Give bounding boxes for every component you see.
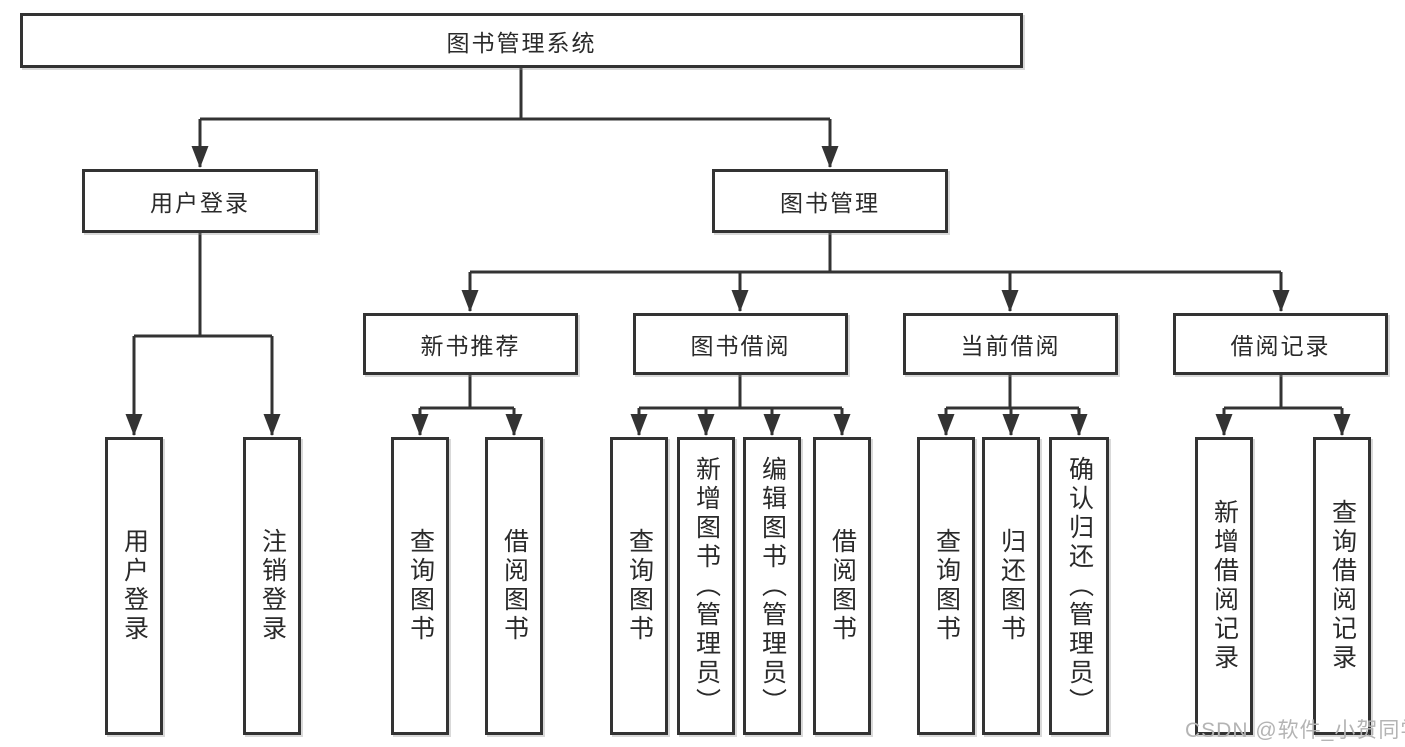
node-label: 图书管理 [780,190,880,216]
node-user-login: 用户登录 [82,169,318,233]
node-label: 图书管理系统 [446,29,597,56]
node-label: 编辑图书（管理员） [758,455,787,717]
leaf-query-books-current: 查询图书 [917,437,975,735]
node-label: 借阅图书 [500,528,529,644]
node-book-management: 图书管理 [712,169,948,233]
node-label: 当前借阅 [960,333,1061,359]
node-label: 用户登录 [150,190,250,216]
leaf-add-book-admin: 新增图书（管理员） [677,437,735,735]
leaf-query-borrow-record: 查询借阅记录 [1313,437,1371,735]
csdn-watermark: CSDN @软件_小贺同学 [1185,719,1405,742]
node-label: 图书借阅 [690,333,791,359]
node-label: 新书推荐 [420,333,521,359]
leaf-logout: 注销登录 [243,437,301,735]
node-label: 注销登录 [258,528,287,644]
leaf-borrow-books-recommend: 借阅图书 [485,437,543,735]
leaf-query-books-borrow: 查询图书 [610,437,668,735]
leaf-query-books-recommend: 查询图书 [391,437,449,735]
node-new-book-recommend: 新书推荐 [363,313,578,375]
leaf-add-borrow-record: 新增借阅记录 [1195,437,1253,735]
leaf-user-login: 用户登录 [105,437,163,735]
node-label: 查询图书 [406,528,435,644]
node-label: 借阅图书 [828,528,857,644]
leaf-confirm-return-admin: 确认归还（管理员） [1049,437,1109,735]
node-book-borrow: 图书借阅 [633,313,848,375]
leaf-return-book: 归还图书 [982,437,1040,735]
node-borrow-records: 借阅记录 [1173,313,1388,375]
node-label: 归还图书 [997,528,1026,644]
node-label: 用户登录 [120,528,149,644]
node-label: 借阅记录 [1230,333,1331,359]
node-label: 新增借阅记录 [1210,499,1239,673]
node-current-borrow: 当前借阅 [903,313,1118,375]
node-label: 查询图书 [625,528,654,644]
node-label: 确认归还（管理员） [1065,455,1094,717]
leaf-edit-book-admin: 编辑图书（管理员） [743,437,801,735]
node-label: 新增图书（管理员） [692,455,721,717]
node-book-management-system: 图书管理系统 [20,13,1023,68]
node-label: 查询图书 [932,528,961,644]
node-label: 查询借阅记录 [1328,499,1357,673]
leaf-borrow-books: 借阅图书 [813,437,871,735]
